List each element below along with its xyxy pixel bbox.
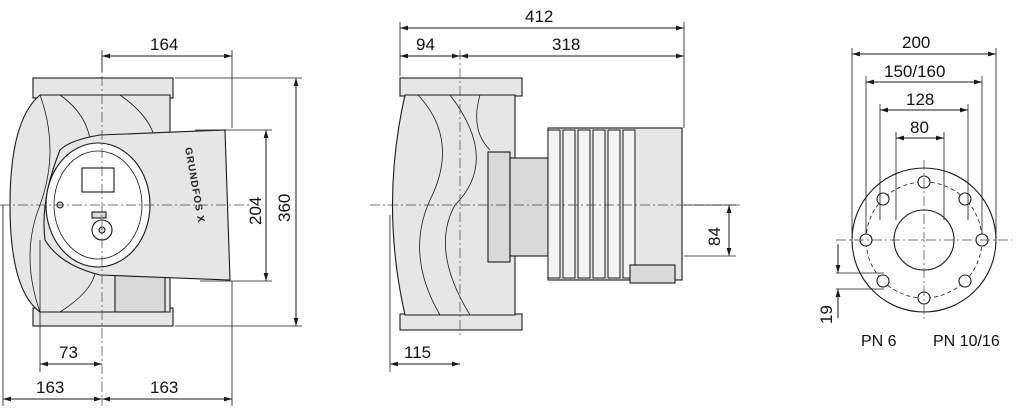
svg-text:163: 163 bbox=[150, 378, 178, 397]
dim-164: 164 bbox=[101, 35, 233, 128]
svg-text:164: 164 bbox=[150, 35, 178, 54]
dim-94-318: 94 318 bbox=[400, 35, 684, 59]
motor bbox=[547, 127, 683, 284]
label-pn1016: PN 10/16 bbox=[933, 333, 1000, 350]
dim-204: 204 bbox=[195, 129, 272, 282]
dim-84: 84 bbox=[684, 204, 736, 257]
svg-text:150/160: 150/160 bbox=[884, 62, 945, 81]
label-pn6: PN 6 bbox=[861, 333, 897, 350]
indicator-light bbox=[91, 211, 107, 219]
dim-19: 19 bbox=[817, 244, 884, 324]
motor-fins bbox=[547, 129, 636, 279]
svg-text:115: 115 bbox=[404, 343, 431, 362]
dim-163-163: 163 163 bbox=[2, 205, 233, 406]
front-view: GRUNDFOS X 164 204 360 bbox=[0, 35, 302, 406]
side-pump-body bbox=[392, 77, 549, 331]
svg-text:163: 163 bbox=[36, 378, 64, 397]
flange-view: 200 150/160 128 80 19 bbox=[817, 33, 1012, 350]
svg-text:84: 84 bbox=[705, 227, 724, 246]
svg-text:360: 360 bbox=[275, 194, 294, 222]
dim-150-160: 150/160 bbox=[865, 62, 983, 234]
svg-text:412: 412 bbox=[525, 7, 553, 26]
svg-text:318: 318 bbox=[552, 35, 580, 54]
svg-text:19: 19 bbox=[817, 305, 836, 324]
svg-text:80: 80 bbox=[910, 118, 929, 137]
side-view: 412 94 318 84 115 bbox=[370, 7, 740, 372]
dim-80: 80 bbox=[895, 118, 945, 220]
terminal-box bbox=[629, 264, 676, 284]
display-window bbox=[81, 167, 115, 193]
svg-text:73: 73 bbox=[59, 343, 78, 362]
dim-360: 360 bbox=[175, 77, 302, 327]
svg-text:128: 128 bbox=[906, 90, 934, 109]
dim-115: 115 bbox=[389, 215, 460, 372]
svg-text:200: 200 bbox=[902, 33, 930, 52]
svg-text:204: 204 bbox=[246, 197, 265, 225]
dim-200: 200 bbox=[851, 33, 997, 240]
dim-73: 73 bbox=[39, 240, 102, 372]
dim-412: 412 bbox=[399, 7, 685, 128]
svg-text:94: 94 bbox=[416, 35, 435, 54]
dim-128: 128 bbox=[879, 90, 969, 220]
